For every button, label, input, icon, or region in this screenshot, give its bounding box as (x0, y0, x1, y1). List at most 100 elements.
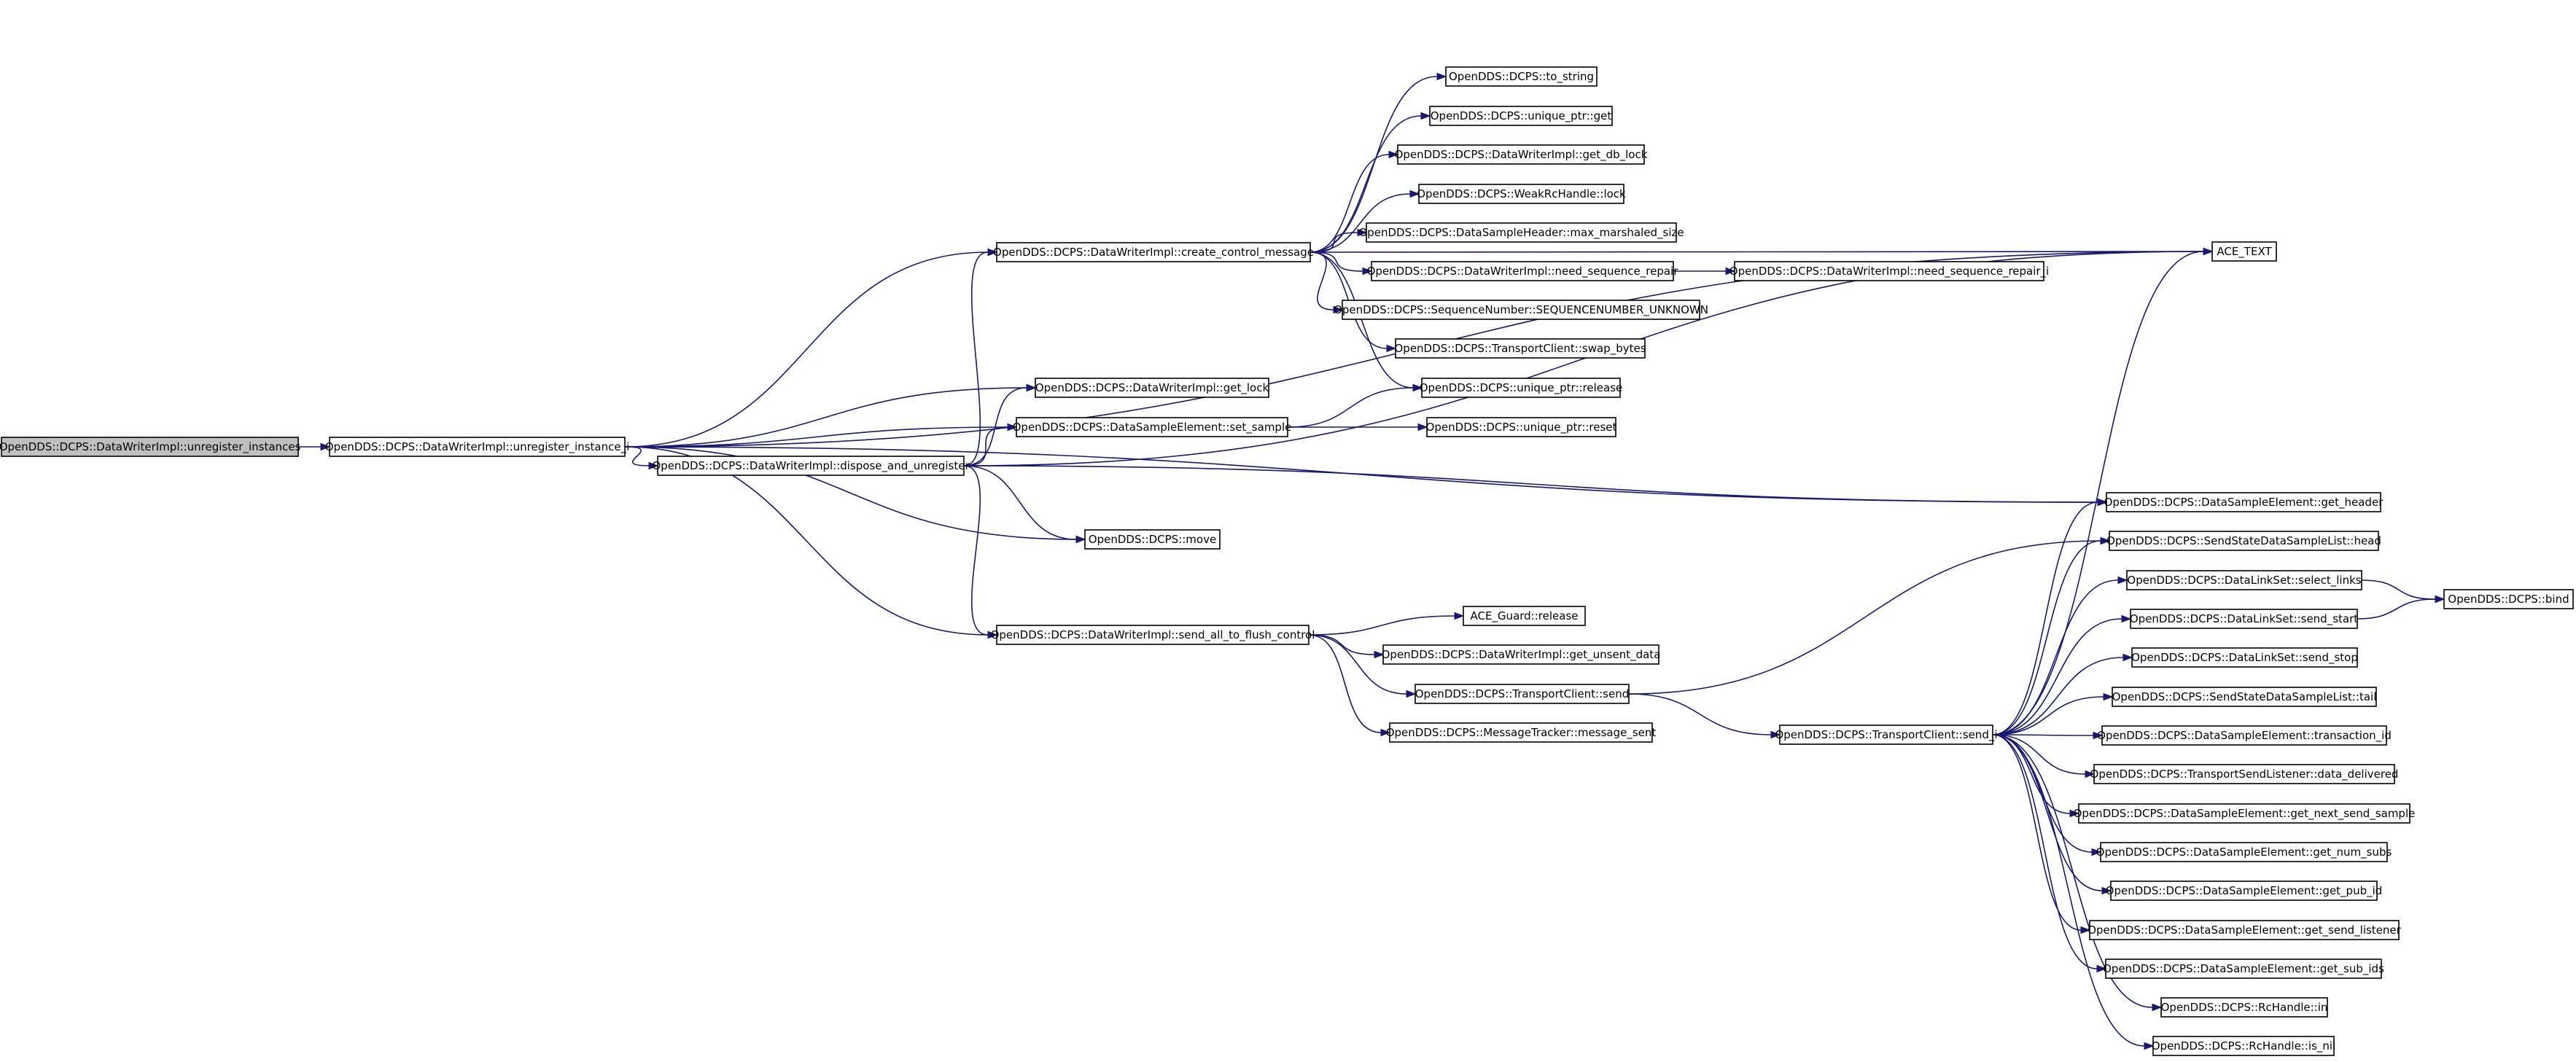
node-rchandle-is-nil[interactable]: OpenDDS::DCPS::RcHandle::is_nil (2152, 1036, 2336, 1056)
node-label: OpenDDS::DCPS::SequenceNumber::SEQUENCEN… (1334, 303, 1708, 317)
node-sequencenumber-unknown[interactable]: OpenDDS::DCPS::SequenceNumber::SEQUENCEN… (1334, 300, 1708, 320)
edge-n21-n25 (1308, 634, 1391, 737)
edge-n15-n16 (1287, 423, 1428, 432)
node-label: OpenDDS::DCPS::DataWriterImpl::need_sequ… (1729, 265, 2049, 278)
edge-n26-n20 (1992, 536, 2111, 735)
arrowhead (2435, 595, 2445, 604)
arrowhead (1380, 728, 1391, 737)
edge-n17-n15 (963, 423, 1018, 466)
arrowhead (1770, 730, 1781, 739)
node-get-db-lock[interactable]: OpenDDS::DCPS::DataWriterImpl::get_db_lo… (1395, 144, 1648, 165)
node-label: OpenDDS::DCPS::DataWriterImpl::dispose_a… (652, 459, 970, 473)
arrowhead (2085, 770, 2096, 778)
edge-n26-n35 (1992, 734, 2102, 856)
node-transaction-id[interactable]: OpenDDS::DCPS::DataSampleElement::transa… (2097, 725, 2392, 746)
node-label: OpenDDS::DCPS::SendStateDataSampleList::… (2112, 690, 2377, 703)
node-send-all-to-flush-control[interactable]: OpenDDS::DCPS::DataWriterImpl::send_all_… (991, 625, 1315, 645)
edge-n29-n28 (2357, 595, 2445, 620)
node-need-sequence-repair-i[interactable]: OpenDDS::DCPS::DataWriterImpl::need_sequ… (1729, 261, 2049, 281)
node-label: OpenDDS::DCPS::DataSampleElement::transa… (2097, 729, 2392, 743)
arrowhead (1412, 383, 1423, 392)
node-label: OpenDDS::DCPS::DataWriterImpl::create_co… (993, 246, 1314, 259)
arrowhead (2121, 614, 2132, 623)
node-get-send-listener[interactable]: OpenDDS::DCPS::DataSampleElement::get_se… (2087, 920, 2402, 940)
arrowhead (320, 442, 331, 451)
arrowhead (2117, 576, 2128, 585)
node-label: OpenDDS::DCPS::DataLinkSet::send_stop (2131, 651, 2358, 665)
arrowhead (1362, 267, 1373, 276)
node-label: OpenDDS::DCPS::DataWriterImpl::get_unsen… (1382, 648, 1661, 662)
node-move[interactable]: OpenDDS::DCPS::move (1084, 529, 1221, 550)
edge-n3-n7 (1310, 190, 1420, 253)
node-data-delivered[interactable]: OpenDDS::DCPS::TransportSendListener::da… (2090, 764, 2399, 784)
arrowhead (648, 461, 659, 470)
node-message-sent[interactable]: OpenDDS::DCPS::MessageTracker::message_s… (1386, 722, 1657, 743)
node-list-tail[interactable]: OpenDDS::DCPS::SendStateDataSampleList::… (2112, 687, 2377, 707)
node-ace-guard-release[interactable]: ACE_Guard::release (1463, 606, 1586, 626)
edge-n24-n26 (1628, 693, 1781, 739)
arrowhead (1386, 344, 1397, 353)
node-ace-text[interactable]: ACE_TEXT (2211, 241, 2277, 262)
node-max-marshaled-size[interactable]: OpenDDS::DCPS::DataSampleHeader::max_mar… (1358, 222, 1684, 243)
node-unregister-instances[interactable]: OpenDDS::DCPS::DataWriterImpl::unregiste… (0, 437, 300, 457)
node-unique-ptr-reset[interactable]: OpenDDS::DCPS::unique_ptr::reset (1426, 417, 1617, 437)
arrowhead (987, 248, 998, 257)
node-label: OpenDDS::DCPS::TransportSendListener::da… (2090, 768, 2399, 781)
node-label: OpenDDS::DCPS::DataLinkSet::send_start (2130, 612, 2358, 626)
node-get-header[interactable]: OpenDDS::DCPS::DataSampleElement::get_he… (2104, 492, 2384, 512)
node-send-i[interactable]: OpenDDS::DCPS::TransportClient::send_i (1775, 725, 1998, 745)
node-get-pub-id[interactable]: OpenDDS::DCPS::DataSampleElement::get_pu… (2106, 881, 2383, 901)
node-get-sub-ids[interactable]: OpenDDS::DCPS::DataSampleElement::get_su… (2103, 958, 2384, 979)
arrowhead (987, 630, 998, 639)
node-unregister-instance-i[interactable]: OpenDDS::DCPS::DataWriterImpl::unregiste… (325, 437, 629, 457)
node-dispose-and-unregister[interactable]: OpenDDS::DCPS::DataWriterImpl::dispose_a… (652, 456, 970, 476)
node-label: OpenDDS::DCPS::DataSampleElement::get_he… (2104, 496, 2384, 509)
node-label: OpenDDS::DCPS::move (1089, 533, 1216, 546)
node-get-next-send-sample[interactable]: OpenDDS::DCPS::DataSampleElement::get_ne… (2074, 803, 2416, 824)
edge-n17-n21 (963, 465, 998, 639)
node-rchandle-in[interactable]: OpenDDS::DCPS::RcHandle::in (2160, 997, 2328, 1018)
node-label: OpenDDS::DCPS::DataSampleElement::get_pu… (2106, 884, 2383, 898)
node-label: OpenDDS::DCPS::DataWriterImpl::unregiste… (325, 440, 629, 454)
node-send-stop[interactable]: OpenDDS::DCPS::DataLinkSet::send_stop (2131, 647, 2358, 668)
node-swap-bytes[interactable]: OpenDDS::DCPS::TransportClient::swap_byt… (1394, 338, 1646, 359)
node-label: OpenDDS::DCPS::DataSampleElement::get_se… (2087, 924, 2401, 937)
edge-n21-n24 (1308, 634, 1417, 698)
node-get-num-subs[interactable]: OpenDDS::DCPS::DataSampleElement::get_nu… (2096, 842, 2392, 862)
node-label: OpenDDS::DCPS::RcHandle::is_nil (2152, 1039, 2336, 1053)
node-send-start[interactable]: OpenDDS::DCPS::DataLinkSet::send_start (2130, 609, 2358, 629)
arrowhead (2091, 848, 2102, 856)
node-get-unsent-data[interactable]: OpenDDS::DCPS::DataWriterImpl::get_unsen… (1382, 644, 1661, 665)
edge-n17-n3 (963, 248, 998, 466)
node-label: OpenDDS::DCPS::TransportClient::swap_byt… (1394, 342, 1646, 356)
node-label: OpenDDS::DCPS::DataSampleElement::get_nu… (2096, 846, 2392, 859)
node-weakrchandle-lock[interactable]: OpenDDS::DCPS::WeakRcHandle::lock (1417, 184, 1626, 204)
node-get-lock[interactable]: OpenDDS::DCPS::DataWriterImpl::get_lock (1035, 378, 1269, 398)
node-list-head[interactable]: OpenDDS::DCPS::SendStateDataSampleList::… (2106, 531, 2381, 551)
node-bind[interactable]: OpenDDS::DCPS::bind (2443, 589, 2574, 609)
node-label: OpenDDS::DCPS::to_string (1449, 70, 1594, 84)
arrowhead (2100, 536, 2111, 545)
arrowhead (1406, 690, 1417, 698)
edge-n26-n33 (1992, 734, 2096, 778)
node-transportclient-send[interactable]: OpenDDS::DCPS::TransportClient::send (1415, 684, 1630, 704)
node-set-sample[interactable]: OpenDDS::DCPS::DataSampleElement::set_sa… (1013, 417, 1292, 437)
node-label: OpenDDS::DCPS::unique_ptr::get (1431, 109, 1612, 123)
arrowhead (1374, 650, 1385, 659)
node-unique-ptr-get[interactable]: OpenDDS::DCPS::unique_ptr::get (1429, 106, 1613, 126)
node-unique-ptr-release[interactable]: OpenDDS::DCPS::unique_ptr::release (1420, 378, 1623, 398)
arrowhead (1725, 267, 1736, 276)
arrowhead (2152, 1003, 2163, 1012)
arrowhead (1417, 423, 1428, 432)
node-to-string[interactable]: OpenDDS::DCPS::to_string (1445, 66, 1598, 87)
node-select-links[interactable]: OpenDDS::DCPS::DataLinkSet::select_links (2126, 570, 2362, 590)
node-label: OpenDDS::DCPS::DataSampleElement::set_sa… (1013, 421, 1292, 434)
edge-n1-n18 (624, 446, 2108, 507)
arrowhead (2103, 692, 2114, 701)
edges-layer (298, 72, 2445, 1050)
node-need-sequence-repair[interactable]: OpenDDS::DCPS::DataWriterImpl::need_sequ… (1367, 261, 1679, 281)
arrowhead (2069, 809, 2080, 818)
node-create-control-message[interactable]: OpenDDS::DCPS::DataWriterImpl::create_co… (993, 242, 1314, 262)
edge-n26-n38 (1992, 734, 2107, 973)
edge-n17-n19 (963, 465, 1086, 544)
